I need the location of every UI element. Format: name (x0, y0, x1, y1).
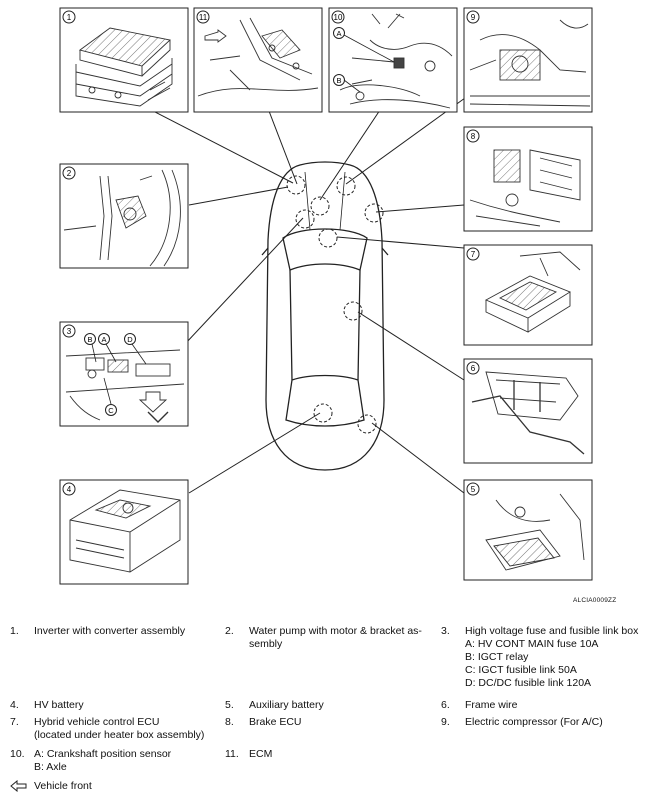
panel-4 (59, 479, 189, 585)
panel-1 (59, 7, 189, 113)
callout-5: 5 (471, 485, 476, 494)
legend-number: 4. (10, 699, 19, 711)
panel-7 (463, 244, 593, 346)
callout-3: 3 (67, 327, 72, 336)
legend-text: Auxiliary battery (249, 699, 324, 711)
location-markers (286, 175, 384, 434)
legend-text: Water pump with motor & bracket as- semb… (249, 625, 422, 650)
legend-text: High voltage fuse and fusible link box A… (465, 625, 639, 689)
component-location-diagram: 1 11 10 9 2 3 4 8 7 6 5 B A D C A B (59, 7, 593, 585)
panel-2 (59, 163, 189, 269)
sensor-letter-a: A (336, 29, 341, 38)
legend-text: ECM (249, 748, 273, 760)
panel-8 (463, 126, 593, 232)
leader-lines (123, 95, 466, 494)
legend-number: 8. (225, 716, 234, 728)
callout-6: 6 (471, 364, 476, 373)
legend-text: Electric compressor (For A/C) (465, 716, 603, 728)
legend-number: 1. (10, 625, 19, 637)
callout-7: 7 (471, 250, 476, 259)
vehicle-front-arrow-icon (10, 779, 28, 796)
callout-2: 2 (67, 169, 72, 178)
legend-number: 3. (441, 625, 450, 637)
callout-11: 11 (199, 13, 208, 22)
legend-text: Vehicle front (34, 780, 92, 792)
vehicle-front-arrow (204, 29, 227, 43)
legend-text: Brake ECU (249, 716, 302, 728)
legend-number: 7. (10, 716, 19, 728)
panel-10 (328, 7, 458, 113)
legend-text: A: Crankshaft position sensor B: Axle (34, 748, 172, 773)
sensor-letter-b: B (336, 76, 341, 85)
panel-5 (463, 479, 593, 581)
legend-text: HV battery (34, 699, 84, 711)
fuse-letter-b: B (87, 335, 92, 344)
callout-8: 8 (471, 132, 476, 141)
callout-labels: 1 11 10 9 2 3 4 8 7 6 5 (62, 10, 480, 496)
callout-4: 4 (67, 485, 72, 494)
legend-text: Hybrid vehicle control ECU (located unde… (34, 716, 205, 741)
figure-code: ALCIA0009ZZ (573, 597, 617, 604)
panel-3 (59, 321, 189, 427)
legend-number: 9. (441, 716, 450, 728)
legend-number: 5. (225, 699, 234, 711)
letter-labels: B A D C A B (84, 27, 395, 416)
legend-number: 6. (441, 699, 450, 711)
callout-1: 1 (67, 13, 72, 22)
legend-text: Inverter with converter assembly (34, 625, 186, 637)
panel-9 (463, 7, 593, 113)
callout-9: 9 (471, 13, 476, 22)
legend-text: Frame wire (465, 699, 518, 711)
fuse-letter-a: A (101, 335, 106, 344)
legend-number: 10. (10, 748, 25, 760)
fuse-letter-d: D (127, 335, 133, 344)
fuse-letter-c: C (108, 406, 114, 415)
legend-number: 2. (225, 625, 234, 637)
car-outline (261, 161, 389, 471)
panel-6 (463, 358, 593, 464)
panel-11 (193, 7, 323, 113)
legend-number: 11. (225, 748, 239, 760)
callout-10: 10 (334, 13, 343, 22)
